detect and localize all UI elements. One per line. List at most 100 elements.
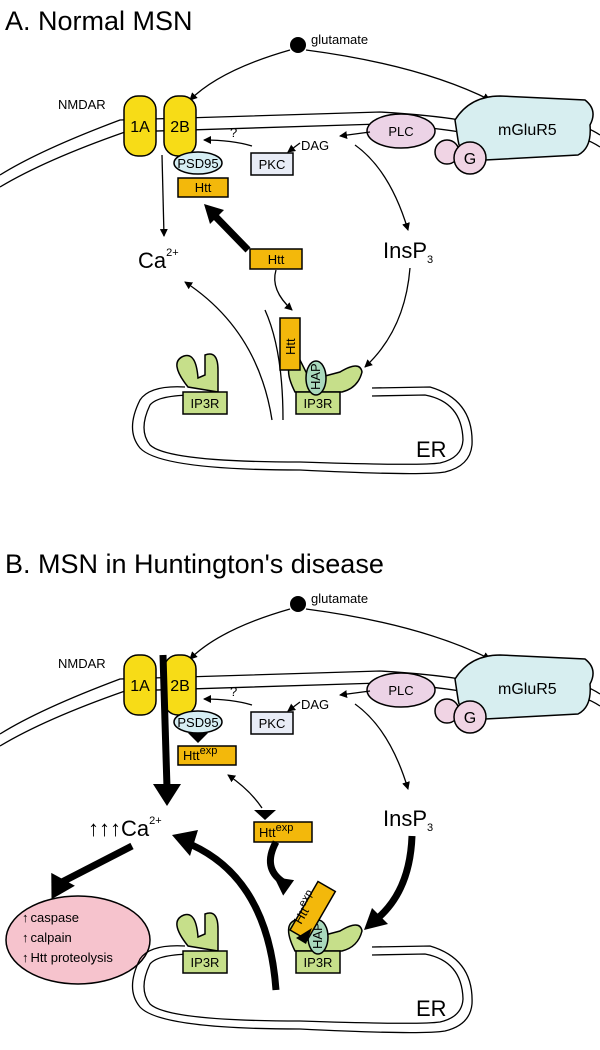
dag-to-pkc-arrow	[287, 142, 301, 153]
nmdar-1a-label: 1A	[130, 678, 150, 695]
er-channel-line	[264, 309, 284, 421]
plc-to-insp3-arrow	[354, 144, 410, 231]
hap-label: HAP	[308, 363, 323, 390]
plc-to-dag-arrow	[339, 690, 371, 699]
htt-exp-to-er-thick-arrow	[266, 840, 286, 885]
nmdar-2b-label: 2B	[170, 678, 190, 695]
glutamate-label: glutamate	[311, 32, 368, 47]
outcome-htt-proteolysis: ↑Htt proteolysis	[22, 950, 113, 965]
pkc-label: PKC	[259, 716, 286, 731]
membrane-outer	[0, 670, 461, 735]
er-label: ER	[416, 437, 447, 462]
nmdar-to-ca-arrowhead	[153, 784, 181, 806]
plc-oval	[366, 672, 436, 708]
htt-to-psd95-thick-arrow	[211, 212, 251, 253]
membrane-outer	[0, 111, 461, 176]
glutamate-to-nmdar-arrow	[189, 608, 291, 660]
pkc-box	[250, 711, 294, 735]
g-protein-label: G	[464, 151, 476, 168]
hap-oval	[305, 360, 327, 396]
er-ca-release-arrow	[184, 281, 273, 421]
glutamate-dot	[290, 596, 306, 612]
pkc-to-2b-arrow	[203, 695, 253, 706]
glutamate-label: glutamate	[311, 591, 368, 606]
g-protein-large	[453, 141, 487, 175]
dag-label: DAG	[301, 697, 329, 712]
pkc-label: PKC	[259, 157, 286, 172]
outcome-oval	[5, 895, 151, 985]
htt-to-er-arrow	[274, 269, 293, 311]
htt-exp-free-box	[253, 821, 313, 843]
htt-bound-label: Htt	[195, 180, 212, 195]
nmdar-1a-subunit	[123, 654, 157, 716]
question-mark: ?	[230, 684, 237, 699]
nmdar-1a-subunit	[123, 95, 157, 157]
er-inner	[143, 394, 464, 465]
ip3r-left-receptor	[176, 353, 219, 393]
dag-to-pkc-arrow	[287, 701, 301, 712]
insp3-to-ip3r-thick-arrow	[375, 835, 416, 921]
plc-label: PLC	[388, 683, 413, 698]
g-protein-label: G	[464, 710, 476, 727]
ca-label: ↑↑↑Ca2+	[88, 815, 162, 841]
ip3r-left-label: IP3R	[191, 955, 220, 970]
outcome-calpain: ↑calpain	[22, 930, 72, 945]
ca-label: Ca2+	[138, 247, 179, 273]
htt-exp-free-label: Httexp	[259, 822, 293, 840]
question-mark: ?	[230, 125, 237, 140]
er-ca-release-arrowhead	[172, 830, 198, 856]
mglur5-label: mGluR5	[498, 681, 557, 698]
nmdar-to-ca-thick-arrow	[159, 654, 171, 789]
htt-exp-er-box	[288, 880, 337, 942]
ip3r-left-box	[182, 391, 228, 415]
htt-free-label: Htt	[268, 252, 285, 267]
insp3-label: InsP3	[383, 238, 433, 266]
htt-exp-to-er-arrowhead	[274, 877, 295, 896]
htt-free-box	[249, 248, 303, 270]
psd95-label: PSD95	[177, 156, 218, 171]
nmdar-label: NMDAR	[58, 97, 106, 112]
htt-bound-box	[177, 177, 229, 198]
pkc-to-2b-arrow	[203, 136, 253, 147]
nmdar-label: NMDAR	[58, 656, 106, 671]
insp3-to-ip3r-arrowhead	[364, 908, 388, 930]
outcome-caspase: ↑caspase	[22, 910, 79, 925]
panel-b-title: B. MSN in Huntington's disease	[5, 549, 384, 579]
psd95-oval	[173, 151, 223, 175]
ip3r-left-receptor	[176, 912, 219, 952]
glutamate-dot	[290, 37, 306, 53]
panel-a: A. Normal MSN glutamate NMDAR 1A 2B PSD9…	[0, 6, 600, 475]
panel-a-title: A. Normal MSN	[5, 6, 193, 36]
ip3r-right-label: IP3R	[304, 396, 333, 411]
ip3r-right-label: IP3R	[304, 955, 333, 970]
dag-label: DAG	[301, 138, 329, 153]
htt-to-psd95-arrowhead	[204, 204, 224, 224]
htt-er-box	[279, 317, 301, 371]
htt-exp-block-head	[254, 810, 276, 820]
er-outer	[131, 386, 473, 475]
insp3-label: InsP3	[383, 806, 433, 834]
psd95-block-head	[188, 733, 208, 743]
htt-exp-to-psd95-arrow	[227, 774, 263, 809]
plc-label: PLC	[388, 124, 413, 139]
htt-exp-er-block-head	[296, 928, 312, 944]
glutamate-to-mglur5-arrow	[305, 608, 491, 660]
ip3r-left-box	[182, 950, 228, 974]
glutamate-to-mglur5-arrow	[305, 49, 491, 101]
plc-to-insp3-arrow	[354, 703, 410, 790]
nmdar-to-ca-arrow	[159, 154, 168, 237]
ip3r-left-label: IP3R	[191, 396, 220, 411]
ca-to-outcome-arrowhead	[51, 872, 75, 900]
plc-to-dag-arrow	[339, 131, 371, 140]
htt-er-label: Htt	[283, 338, 298, 355]
nmdar-1a-label: 1A	[130, 119, 150, 136]
nmdar-2b-label: 2B	[170, 119, 190, 136]
psd95-label: PSD95	[177, 715, 218, 730]
g-protein-large	[453, 700, 487, 734]
er-outer	[131, 945, 473, 1034]
plc-oval	[366, 113, 436, 149]
mglur5-label: mGluR5	[498, 122, 557, 139]
htt-exp-bound-box	[177, 745, 237, 766]
htt-exp-bound-label: Httexp	[183, 745, 217, 763]
